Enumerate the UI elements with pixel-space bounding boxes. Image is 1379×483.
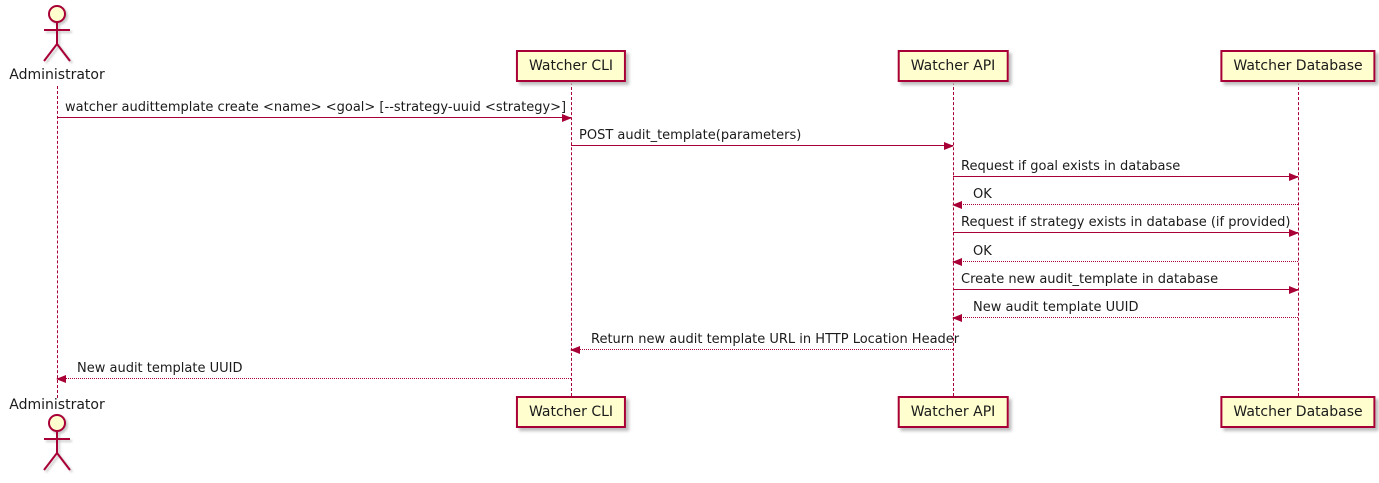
message-create-audit-template-db: Create new audit_template in database [953, 271, 1299, 294]
participant-watcher-cli-bottom: Watcher CLI [515, 396, 627, 428]
message-label: New audit template UUID [973, 300, 1139, 315]
message-line [571, 349, 953, 350]
message-label: watcher audittemplate create <name> <goa… [65, 100, 567, 115]
actor-label: Administrator [9, 397, 105, 413]
arrowhead-icon [56, 375, 66, 383]
arrowhead-icon [570, 346, 580, 354]
arrowhead-icon [952, 201, 962, 209]
participant-watcher-database-top: Watcher Database [1220, 50, 1376, 82]
message-label: POST audit_template(parameters) [579, 128, 802, 143]
participant-watcher-api-top: Watcher API [897, 50, 1009, 82]
message-label: Request if strategy exists in database (… [961, 215, 1291, 230]
arrowhead-icon [1289, 173, 1299, 181]
arrowhead-icon [952, 314, 962, 322]
participant-watcher-api-bottom: Watcher API [897, 396, 1009, 428]
message-label: Return new audit template URL in HTTP Lo… [591, 332, 960, 347]
message-line [953, 176, 1298, 177]
actor-label: Administrator [9, 67, 105, 83]
message-line [57, 378, 571, 379]
message-request-goal-exists: Request if goal exists in database [953, 158, 1299, 181]
arrowhead-icon [944, 142, 954, 150]
message-ok-strategy: OK [952, 243, 1298, 266]
lifeline-administrator [57, 86, 58, 398]
message-return-url-location-header: Return new audit template URL in HTTP Lo… [570, 331, 959, 354]
message-label: OK [973, 244, 992, 259]
arrowhead-icon [1289, 229, 1299, 237]
message-new-audit-template-uuid-cli: New audit template UUID [56, 360, 571, 383]
message-line [953, 289, 1298, 290]
message-line [57, 117, 571, 118]
lifeline-watcher-api [953, 82, 954, 396]
arrowhead-icon [952, 258, 962, 266]
lifeline-watcher-database [1298, 82, 1299, 396]
message-request-strategy-exists: Request if strategy exists in database (… [953, 214, 1299, 237]
participant-watcher-cli-top: Watcher CLI [515, 50, 627, 82]
message-label: New audit template UUID [77, 361, 243, 376]
message-label: Create new audit_template in database [961, 272, 1219, 287]
actor-icon [43, 5, 71, 62]
message-line [953, 204, 1298, 205]
message-label: OK [973, 187, 992, 202]
actor-icon [43, 414, 71, 471]
message-line [953, 261, 1298, 262]
message-line [953, 317, 1298, 318]
arrowhead-icon [1289, 286, 1299, 294]
message-create-audittemplate: watcher audittemplate create <name> <goa… [57, 99, 572, 122]
message-line [571, 145, 953, 146]
message-ok-goal: OK [952, 186, 1298, 209]
lifeline-watcher-cli [571, 82, 572, 396]
arrowhead-icon [562, 114, 572, 122]
message-new-audit-template-uuid-db: New audit template UUID [952, 299, 1298, 322]
message-label: Request if goal exists in database [961, 159, 1181, 174]
participant-watcher-database-bottom: Watcher Database [1220, 396, 1376, 428]
message-post-audit-template: POST audit_template(parameters) [571, 127, 954, 150]
message-line [953, 232, 1298, 233]
